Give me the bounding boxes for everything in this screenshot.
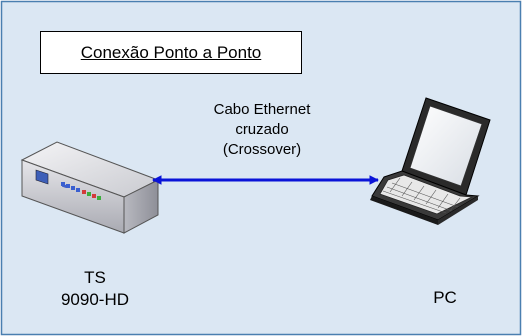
device-left-label-line1: TS [84,268,106,287]
cable-label-line3: (Crossover) [222,141,302,158]
diagram-title: Conexão Ponto a Ponto [80,42,262,62]
device-left-label-line2: 9090-HD [60,290,130,309]
title-box: Conexão Ponto a Ponto [40,31,302,74]
network-device-icon [20,141,160,234]
laptop-icon [370,97,491,225]
cable-label-line1: Cabo Ethernet [213,101,311,118]
cable-label-line2: cruzado [235,121,289,138]
device-right-label: PC [433,288,457,307]
